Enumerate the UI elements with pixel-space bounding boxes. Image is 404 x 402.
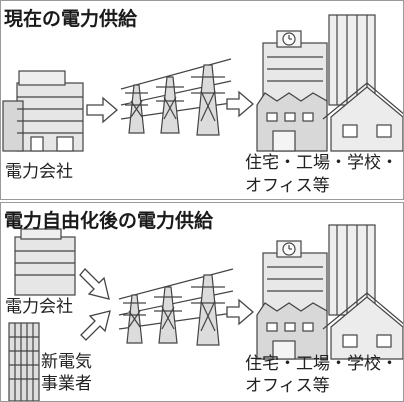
new-power-producer-building-icon	[8, 322, 40, 401]
current-supply-illustration	[2, 14, 403, 152]
arrow-right-icon	[86, 96, 118, 124]
panel-divider	[0, 200, 404, 202]
consumers-label-line2: オフィス等	[245, 176, 330, 196]
arrow-right-icon	[226, 90, 254, 118]
liberalized-supply-illustration	[8, 224, 403, 401]
arrow-right-icon	[226, 298, 254, 326]
arrow-diagonal-down-icon	[79, 268, 110, 300]
utility-label: 電力会社	[5, 162, 73, 182]
power-plant-icon	[2, 70, 84, 152]
panel-current-supply: 現在の電力供給 電力会社 住宅・工場・学校・ オフィス等	[0, 0, 404, 200]
panel-title-current: 現在の電力供給	[4, 8, 138, 30]
consumers-label-line1: 住宅・工場・学校・	[245, 153, 398, 173]
panel-liberalized-supply: 電力自由化後の電力供給 電力会社 新電気 事業者 住宅・工場・学校・ オフィス等	[0, 202, 404, 402]
transmission-towers-icon	[118, 268, 234, 346]
transmission-towers-icon	[120, 58, 232, 136]
power-plant-icon	[14, 228, 76, 296]
panel-title-liberalized: 電力自由化後の電力供給	[4, 210, 214, 232]
buildings-icon	[256, 14, 403, 152]
buildings-icon	[256, 224, 403, 360]
utility-label: 電力会社	[5, 296, 73, 318]
consumers-label-line2: オフィス等	[245, 376, 330, 396]
new-entrant-label-line2: 事業者	[41, 373, 92, 395]
new-entrant-label-line1: 新電気	[41, 351, 92, 373]
arrow-diagonal-up-icon	[80, 310, 111, 341]
consumers-label-line1: 住宅・工場・学校・	[245, 354, 398, 374]
